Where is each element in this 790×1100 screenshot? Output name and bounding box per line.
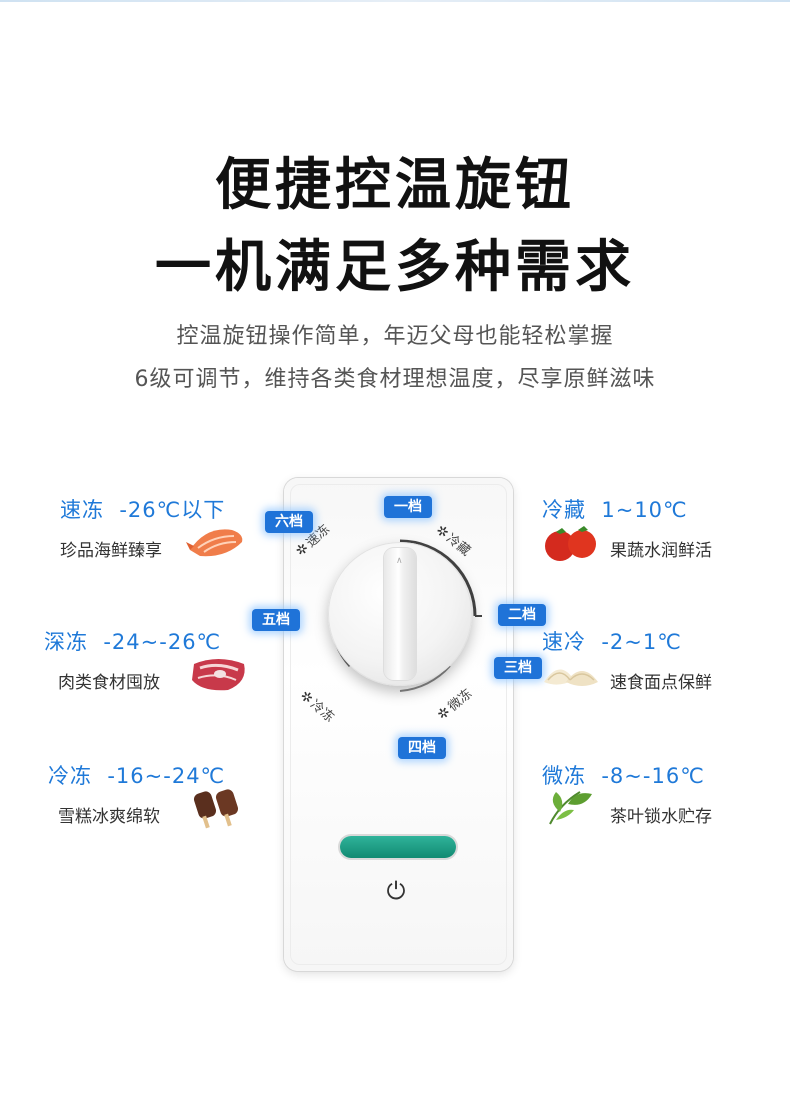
feature-weidong: 微冻 -8~-16℃ 茶叶锁水贮存 (542, 760, 712, 827)
feature-suleng: 速冷 -2~1℃ 速食面点保鲜 (542, 626, 712, 693)
feature-shendong: 深冻 -24~-26℃ 肉类食材囤放 (44, 626, 221, 693)
feature-sudong: 速冻 -26℃以下 珍品海鲜臻享 (60, 494, 225, 561)
knob-grip[interactable] (384, 548, 416, 680)
temperature-knob[interactable]: ∧ (328, 542, 472, 686)
feature-title: 速冻 -26℃以下 (60, 498, 226, 522)
feature-desc: 果蔬水润鲜活 (610, 541, 712, 561)
control-panel: ✲速冻 ✲冷藏 ✲冷冻 ✲微冻 ∧ ⏻ (284, 478, 513, 971)
headline-line-2: 一机满足多种需求 (155, 235, 635, 300)
feature-title: 深冻 -24~-26℃ (44, 630, 222, 654)
status-indicator-light (340, 836, 456, 858)
gear-badge-5: 五档 (252, 609, 300, 631)
feature-title: 微冻 -8~-16℃ (542, 764, 705, 788)
feature-lengcang: 冷藏 1~10℃ 果蔬水润鲜活 (542, 494, 712, 561)
power-icon[interactable]: ⏻ (386, 877, 406, 905)
panel-frame (290, 484, 507, 965)
feature-desc: 雪糕冰爽绵软 (58, 807, 160, 827)
top-divider (0, 0, 790, 2)
feature-title: 冷藏 1~10℃ (542, 498, 688, 522)
subline-line-2: 6级可调节，维持各类食材理想温度，尽享原鲜滋味 (134, 367, 656, 392)
tea-leaf-icon (549, 791, 592, 825)
feature-desc: 速食面点保鲜 (610, 673, 712, 693)
feature-desc: 珍品海鲜臻享 (60, 541, 162, 561)
gear-badge-6: 六档 (265, 511, 313, 533)
salmon-icon (186, 529, 243, 557)
gear-badge-1: 一档 (384, 496, 432, 518)
gear-badge-2: 二档 (498, 604, 546, 626)
feature-desc: 肉类食材囤放 (58, 673, 160, 693)
feature-title: 速冷 -2~1℃ (542, 630, 682, 654)
knob-pointer-icon: ∧ (396, 556, 403, 566)
tomato-icon (545, 526, 596, 561)
headline-line-1: 便捷控温旋钮 (215, 153, 575, 218)
dumpling-icon (544, 669, 598, 686)
gear-badge-4: 四档 (398, 737, 446, 759)
feature-title: 冷冻 -16~-24℃ (48, 764, 226, 788)
gear-badge-3: 三档 (494, 657, 542, 679)
meat-icon (192, 659, 245, 691)
subline-line-1: 控温旋钮操作简单，年迈父母也能轻松掌握 (176, 324, 614, 349)
feature-lengdong: 冷冻 -16~-24℃ 雪糕冰爽绵软 (48, 760, 225, 827)
feature-desc: 茶叶锁水贮存 (610, 807, 712, 827)
ice-cream-icon (193, 789, 239, 829)
